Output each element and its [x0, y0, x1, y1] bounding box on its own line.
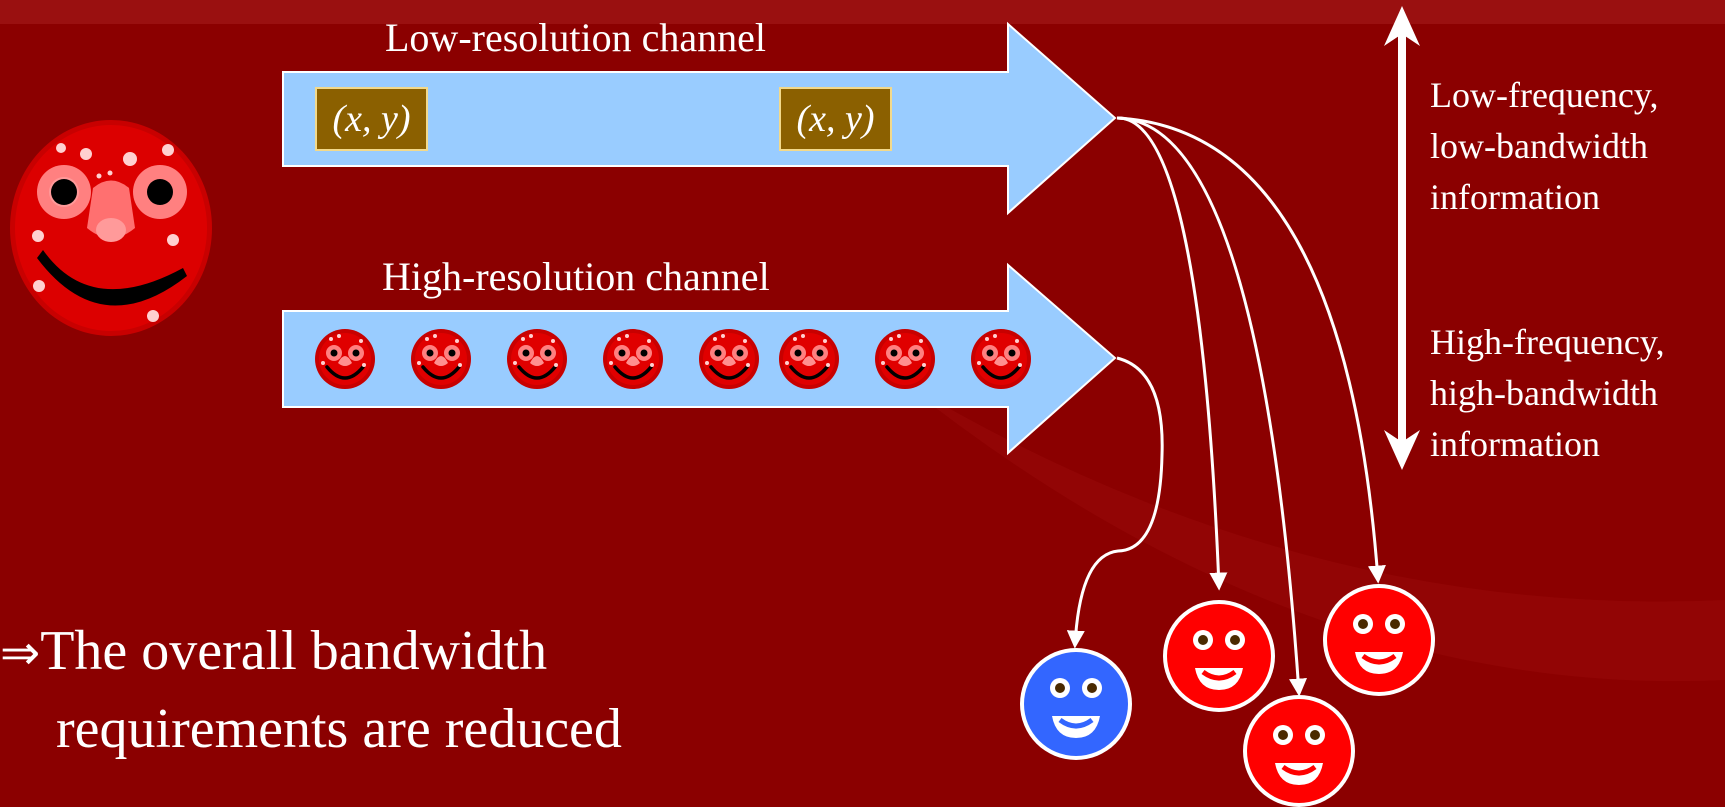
small-face-icon: [313, 327, 377, 391]
small-face-icon: [777, 327, 841, 391]
small-face-icon: [409, 327, 473, 391]
small-face-icon: [697, 327, 761, 391]
curve-to-blue-face: [1066, 356, 1164, 649]
implies-icon: ⇒: [0, 625, 41, 681]
conclusion-line-1: The overall bandwidth: [40, 620, 548, 682]
small-face-icon: [873, 327, 937, 391]
low-resolution-channel-title: Low-resolution channel: [385, 15, 766, 60]
high-resolution-channel-title: High-resolution channel: [382, 254, 770, 299]
small-face-icon: [505, 327, 569, 391]
large-face-icon: [10, 120, 212, 336]
frequency-scale-arrow: [1384, 6, 1420, 470]
red-face-icon: [1243, 695, 1355, 807]
low-resolution-channel-arrow: [282, 21, 1117, 216]
conclusion-text: ⇒The overall bandwidth requirements are …: [0, 613, 622, 767]
low-frequency-label: Low-frequency, low-bandwidth information: [1430, 75, 1659, 217]
curve-to-red-face-1: [1116, 116, 1228, 591]
small-face-icon: [601, 327, 665, 391]
low-channel-distribution-curves: [1116, 116, 1386, 697]
curve-to-red-face-3: [1116, 116, 1386, 584]
curve-to-red-face-2: [1116, 116, 1307, 697]
background-swoosh: [900, 380, 1725, 682]
high-frequency-label: High-frequency, high-bandwidth informati…: [1430, 322, 1665, 464]
conclusion-line-2: requirements are reduced: [56, 698, 622, 760]
top-band: [0, 0, 1725, 24]
small-face-icon: [969, 327, 1033, 391]
blue-face-icon: [1020, 648, 1132, 760]
coordinate-box-left: (x, y): [315, 87, 428, 151]
red-face-icon: [1323, 584, 1435, 696]
coordinate-box-right: (x, y): [779, 87, 892, 151]
red-face-icon: [1163, 600, 1275, 712]
